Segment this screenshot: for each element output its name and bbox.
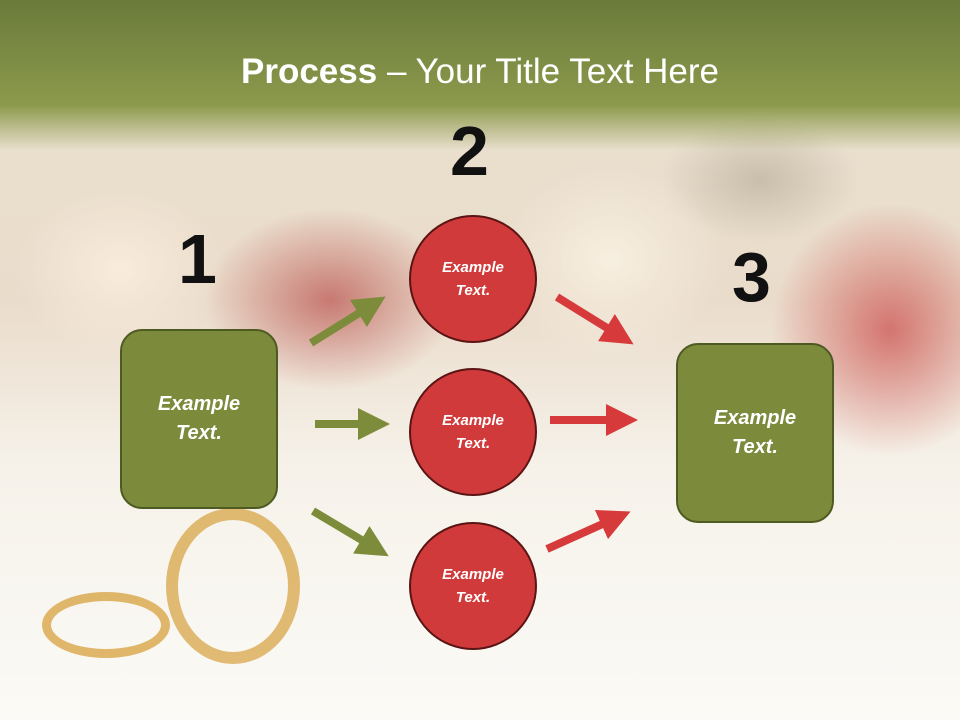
arrow-red-down [554,293,634,345]
circle-top-line1: Example [442,259,504,276]
arrow-green-up [308,296,386,347]
step-number-2: 2 [450,112,489,190]
right-box-line1: Example [713,407,797,429]
step-number-3: 3 [732,238,771,316]
arrow-green-down [310,507,389,557]
arrow-red-up [545,509,631,553]
title-bold: Process [241,52,378,91]
circle-middle-line2: Text. [455,435,491,452]
step-number-1: 1 [178,220,217,298]
left-box-line1: Example [157,393,241,415]
right-box-line2: Text. [732,436,778,458]
circle-middle-line1: Example [442,412,504,429]
left-box-line2: Text. [176,422,222,444]
circle-bottom-line1: Example [442,566,504,583]
title-rest: – Your Title Text Here [377,52,719,91]
wedding-ring-left [42,592,170,658]
circle-bottom-line2: Text. [455,589,491,606]
title-bar [0,0,960,150]
circle-top-line2: Text. [455,282,491,299]
slide-title: Process – Your Title Text Here [0,52,960,92]
